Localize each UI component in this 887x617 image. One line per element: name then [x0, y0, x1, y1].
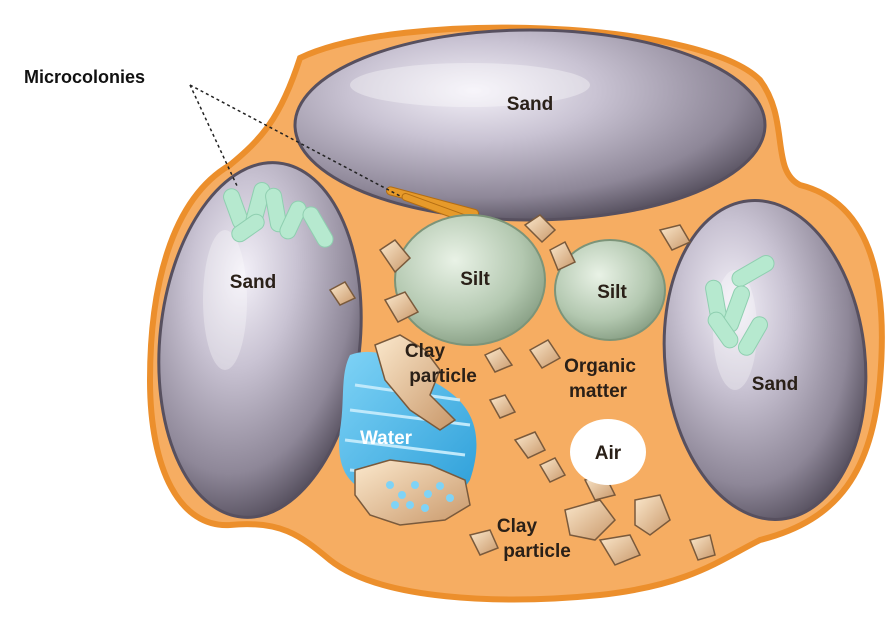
label-water: Water	[360, 428, 413, 449]
label-air: Air	[595, 443, 622, 464]
label-clay-lower-1: Clay	[497, 516, 538, 537]
label-clay-upper-2: particle	[409, 366, 477, 387]
label-organic-2: matter	[569, 381, 628, 402]
label-sand-top: Sand	[507, 94, 553, 115]
label-sand-right: Sand	[752, 374, 798, 395]
sand-grain-top	[295, 30, 765, 220]
label-sand-left: Sand	[230, 272, 276, 293]
label-microcolonies: Microcolonies	[24, 67, 145, 87]
label-clay-lower-2: particle	[503, 541, 571, 562]
label-clay-upper-1: Clay	[405, 341, 446, 362]
label-organic-1: Organic	[564, 356, 636, 377]
label-silt-right: Silt	[597, 282, 627, 303]
label-silt-left: Silt	[460, 269, 490, 290]
